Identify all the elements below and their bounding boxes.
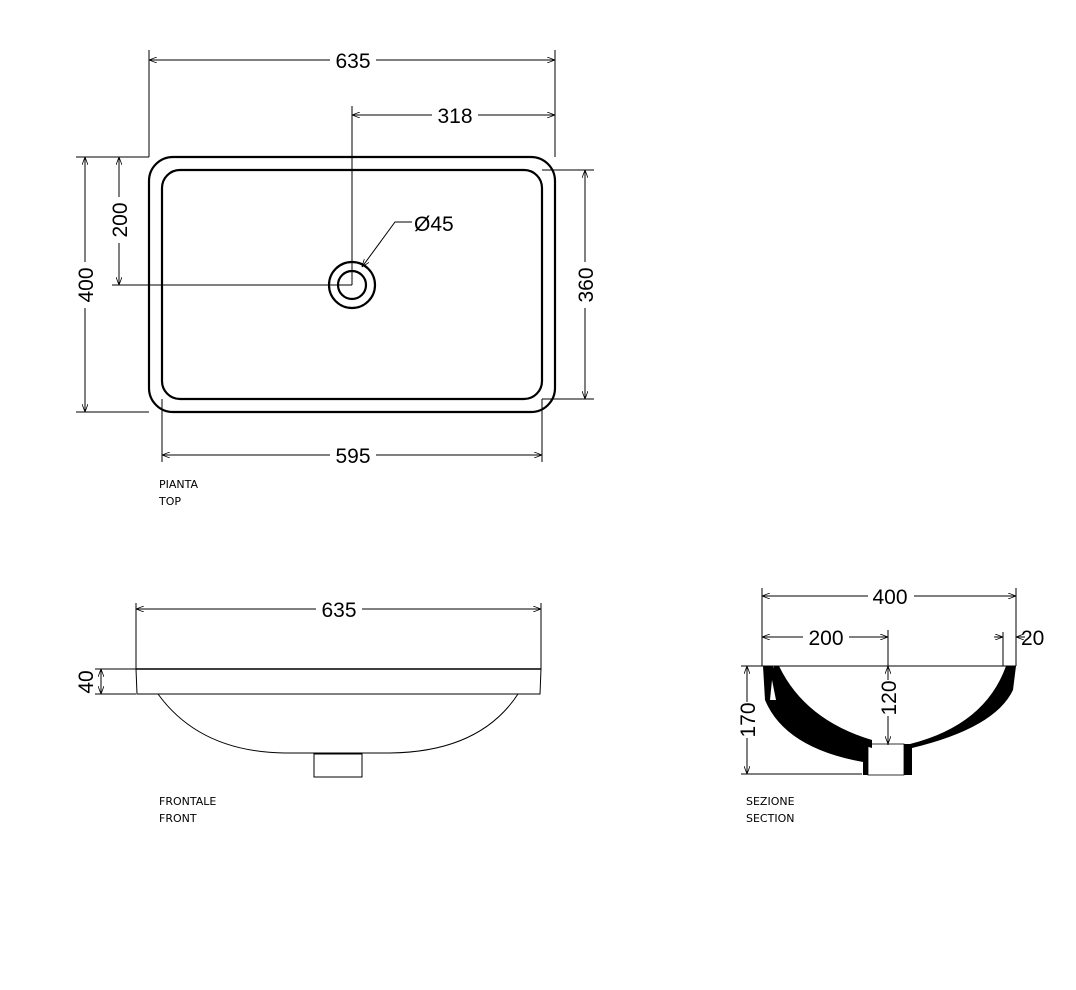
dim-rim-width: 20 (1021, 627, 1044, 650)
dim-rim-height: 40 (75, 670, 98, 693)
caption-frontale: FRONTALE (159, 795, 216, 808)
dim-front-width: 635 (321, 599, 356, 622)
dim-section-width: 400 (872, 586, 907, 609)
top-view: 635 318 400 200 360 595 Ø45 PIANTA TOP (74, 48, 598, 508)
dim-top-width: 635 (335, 50, 370, 73)
dim-top-depth: 400 (75, 267, 98, 302)
dim-drain-offset: 318 (437, 105, 472, 128)
dim-inner-width: 595 (335, 445, 370, 468)
caption-pianta: PIANTA (159, 478, 198, 491)
dim-half-width: 200 (808, 627, 843, 650)
caption-top: TOP (158, 495, 181, 508)
front-view: 635 40 FRONTALE FRONT (75, 598, 542, 825)
dim-bowl-depth: 120 (878, 680, 901, 715)
caption-sezione: SEZIONE (746, 795, 795, 808)
dim-inner-depth: 360 (575, 267, 598, 302)
dim-section-height: 170 (737, 702, 760, 737)
caption-section: SECTION (746, 812, 794, 825)
drain-outlet (313, 753, 363, 778)
bowl-profile (157, 693, 519, 754)
dim-drain-from-edge: 200 (109, 202, 132, 237)
dim-drain-diameter: Ø45 (414, 213, 454, 236)
section-view: 400 200 20 120 170 SEZIONE SECTION (736, 585, 1044, 825)
caption-front: FRONT (159, 812, 197, 825)
